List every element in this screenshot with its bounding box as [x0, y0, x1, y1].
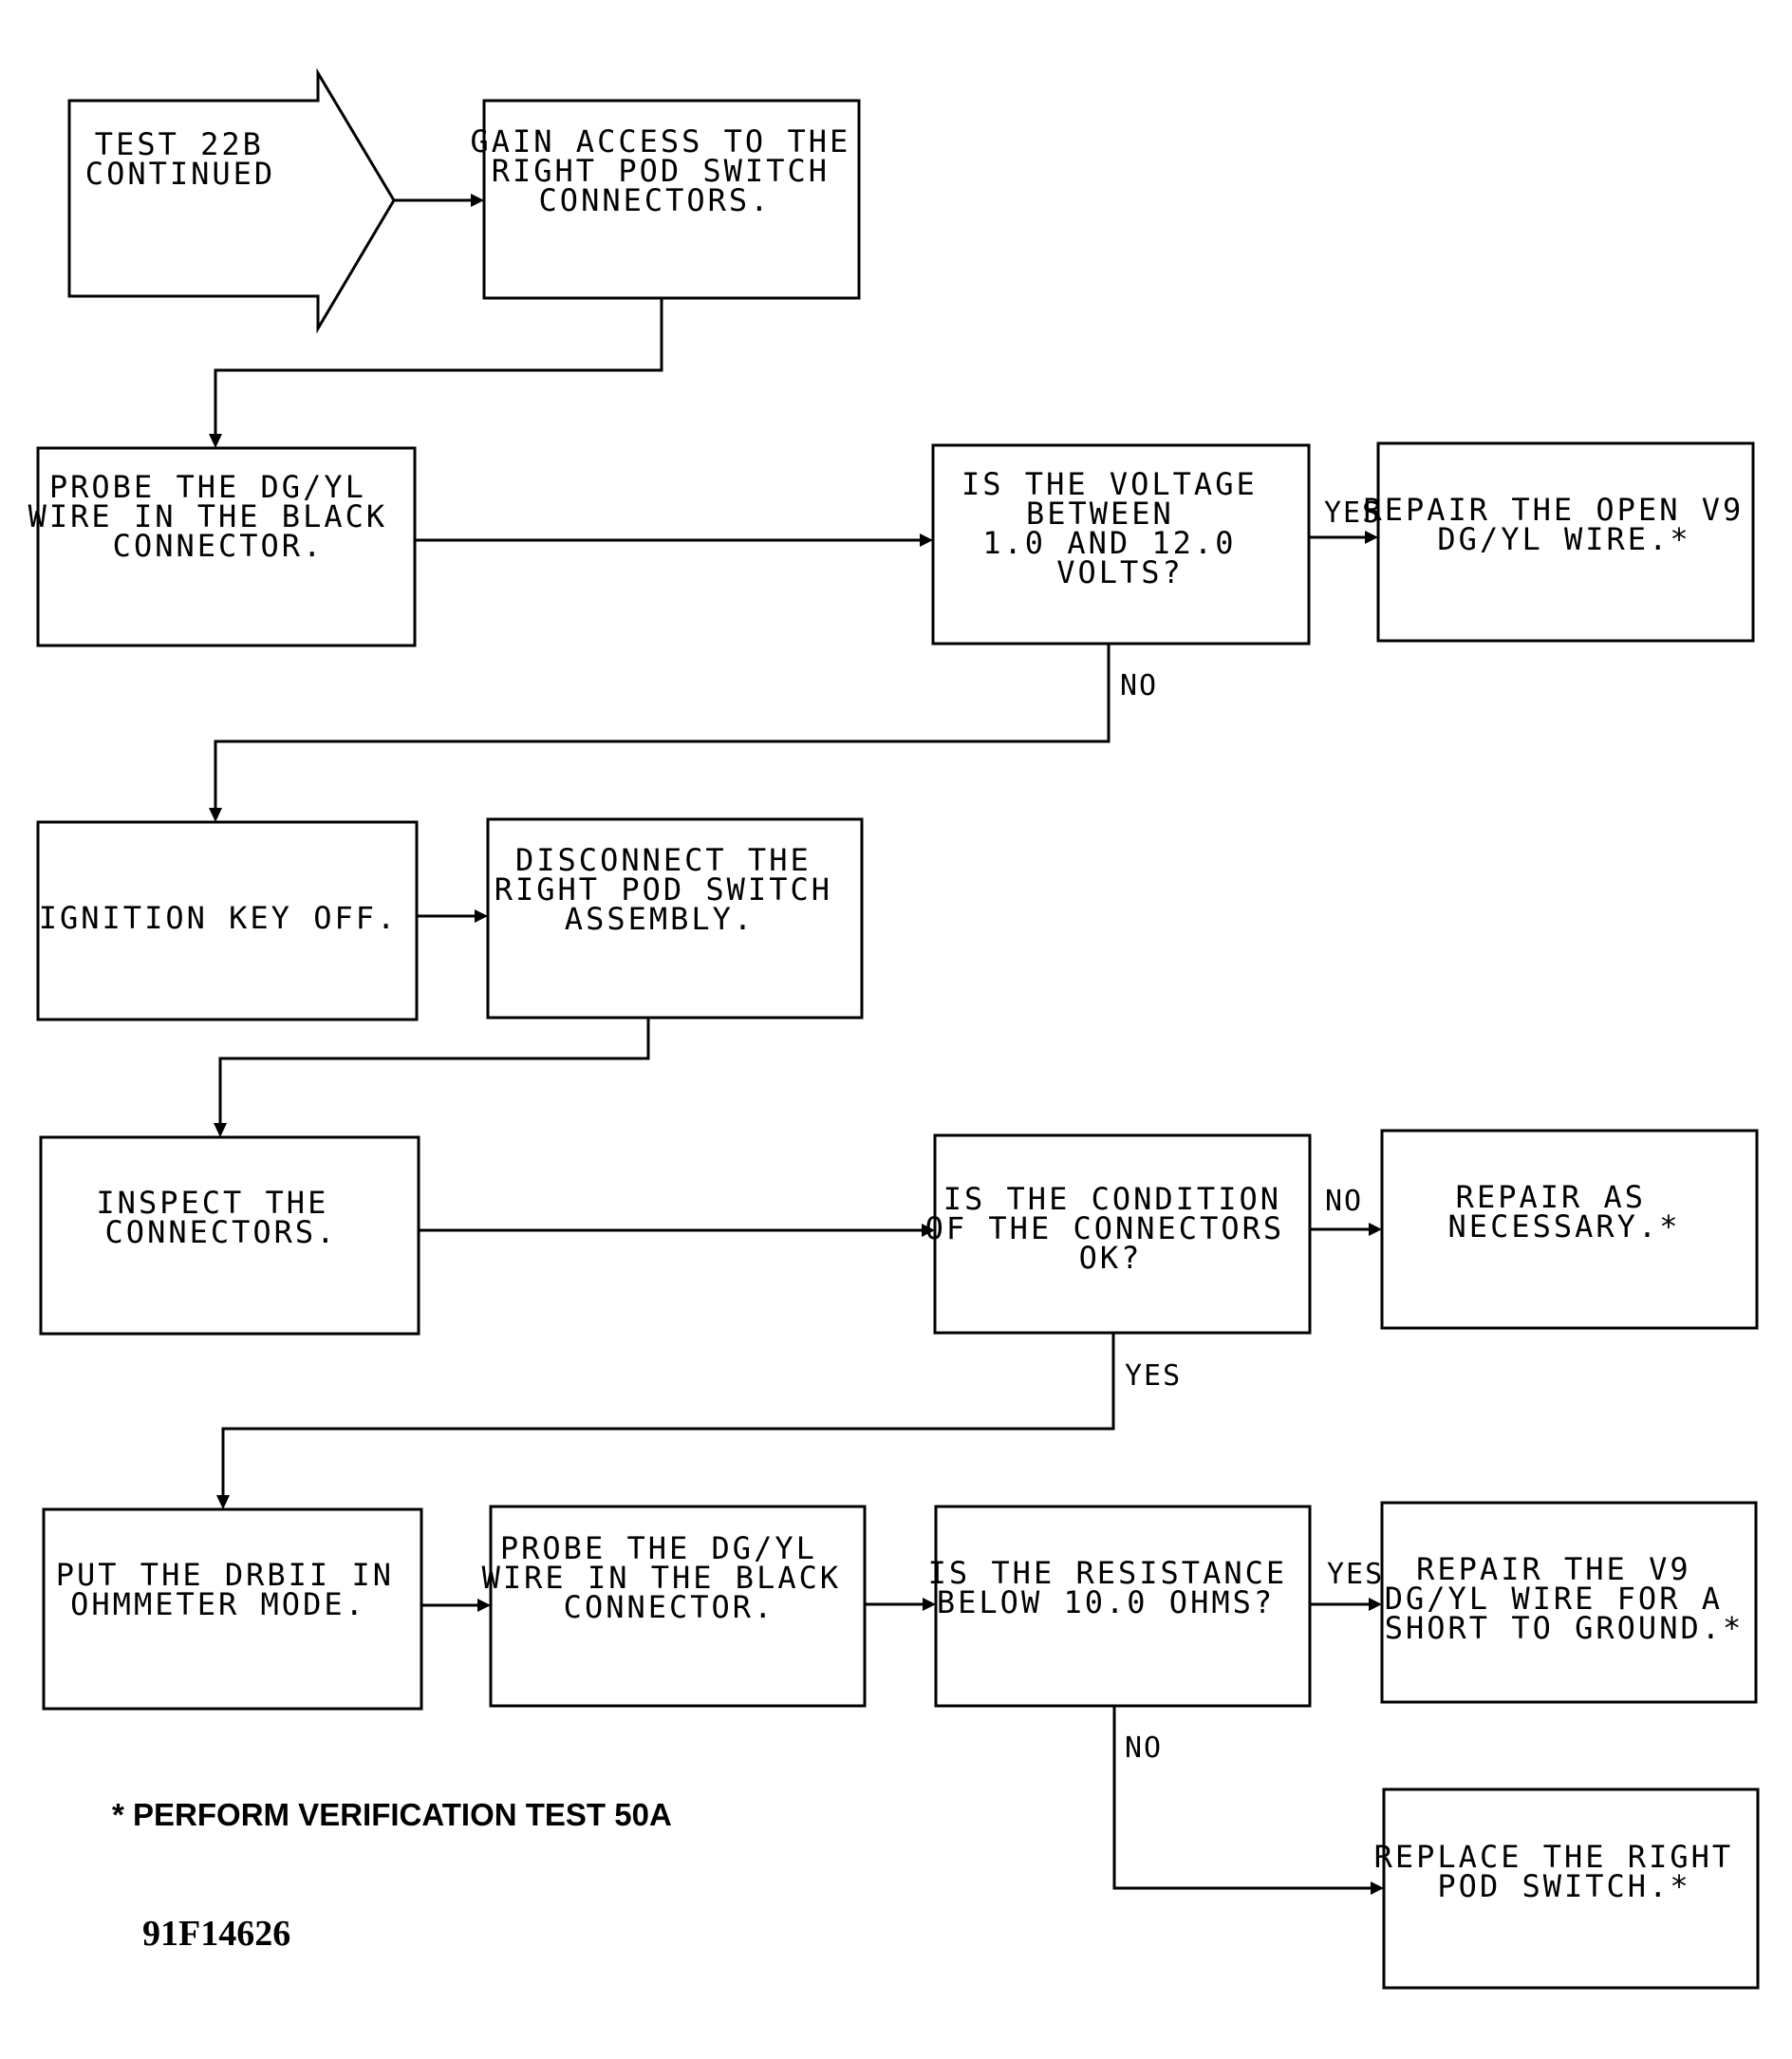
connector-ignition-off-to-disconnect [417, 909, 488, 923]
repair-open-box [1376, 441, 1755, 643]
inspect-box [39, 1135, 420, 1336]
connector-start-to-gain-access [394, 194, 484, 207]
repair-short-line-3: SHORT TO GROUND.* [1385, 1610, 1745, 1646]
voltage-question-line-3: 1.0 AND 12.0 [982, 525, 1236, 561]
connector-condition-no-to-repair-necessary [1310, 1223, 1382, 1236]
repair-short-box [1380, 1501, 1758, 1704]
start-text: TEST 22B CONTINUED [85, 126, 285, 192]
connector-voltage-no-to-ignition-off [209, 644, 1111, 822]
repair-open-line-1: REPAIR THE OPEN V9 [1363, 492, 1744, 528]
ohmmeter-line-1: PUT THE DRBII IN [56, 1557, 394, 1593]
probe-resistance-line-1: PROBE THE DG/YL [500, 1530, 817, 1566]
repair-short-line-1: REPAIR THE V9 [1416, 1551, 1690, 1587]
voltage-question-line-1: IS THE VOLTAGE [961, 466, 1258, 502]
replace-switch-box [1382, 1788, 1760, 1990]
probe-voltage-line-1: PROBE THE DG/YL [49, 469, 366, 505]
connector-disconnect-to-inspect [214, 1018, 650, 1137]
gain-access-box [482, 99, 861, 300]
label-yes-voltage: YES [1324, 496, 1381, 530]
probe-voltage-line-2: WIRE IN THE BLACK [28, 498, 388, 534]
voltage-question-box [931, 443, 1311, 646]
condition-question-line-3: OK? [1079, 1240, 1143, 1276]
gain-access-line-3: CONNECTORS. [539, 182, 772, 218]
label-yes-resistance: YES [1327, 1558, 1384, 1591]
repair-necessary-text: REPAIR AS NECESSARY.* [1448, 1179, 1681, 1245]
connector-condition-yes-to-ohmmeter [216, 1333, 1115, 1509]
start-line-2: CONTINUED [85, 156, 275, 192]
label-no-resistance: NO [1125, 1731, 1163, 1765]
resistance-question-text: IS THE RESISTANCE BELOW 10.0 OHMS? [928, 1555, 1309, 1620]
replace-switch-line-2: POD SWITCH.* [1437, 1868, 1690, 1904]
inspect-text: INSPECT THE CONNECTORS. [96, 1185, 349, 1250]
voltage-question-text: IS THE VOLTAGE BETWEEN 1.0 AND 12.0 VOLT… [961, 466, 1279, 590]
repair-open-line-2: DG/YL WIRE.* [1437, 521, 1690, 557]
probe-resistance-box [489, 1505, 867, 1708]
condition-question-box [933, 1133, 1312, 1335]
disconnect-text: DISCONNECT THE RIGHT POD SWITCH ASSEMBLY… [495, 842, 854, 937]
condition-question-text: IS THE CONDITION OF THE CONNECTORS OK? [925, 1181, 1306, 1276]
label-no-condition: NO [1325, 1185, 1363, 1218]
disconnect-line-2: RIGHT POD SWITCH [495, 871, 832, 908]
voltage-question-line-2: BETWEEN [1026, 496, 1174, 532]
start-arrow-shape [67, 67, 396, 334]
resistance-question-line-1: IS THE RESISTANCE [928, 1555, 1288, 1591]
ignition-off-box [36, 820, 419, 1021]
repair-short-line-2: DG/YL WIRE FOR A [1385, 1581, 1723, 1617]
resistance-question-box [934, 1505, 1312, 1708]
connector-voltage-yes-to-repair-open [1309, 531, 1378, 544]
probe-voltage-box [36, 446, 417, 647]
footnote: * PERFORM VERIFICATION TEST 50A [112, 1797, 672, 1832]
probe-resistance-line-3: CONNECTOR. [564, 1589, 775, 1625]
gain-access-text: GAIN ACCESS TO THE RIGHT POD SWITCH CONN… [470, 123, 871, 218]
voltage-question-line-4: VOLTS? [1056, 554, 1184, 590]
ohmmeter-line-2: OHMMETER MODE. [70, 1586, 366, 1622]
label-yes-condition: YES [1125, 1359, 1182, 1393]
connector-probe-voltage-to-question [415, 533, 933, 547]
probe-voltage-line-3: CONNECTOR. [113, 528, 325, 564]
probe-resistance-text: PROBE THE DG/YL WIRE IN THE BLACK CONNEC… [482, 1530, 863, 1625]
label-no-voltage: NO [1120, 669, 1158, 702]
ohmmeter-box [42, 1507, 423, 1711]
condition-question-line-2: OF THE CONNECTORS [925, 1210, 1285, 1246]
disconnect-line-3: ASSEMBLY. [565, 901, 755, 937]
repair-necessary-line-2: NECESSARY.* [1448, 1208, 1681, 1245]
probe-resistance-line-2: WIRE IN THE BLACK [482, 1560, 842, 1596]
inspect-line-1: INSPECT THE [96, 1185, 328, 1221]
replace-switch-text: REPLACE THE RIGHT POD SWITCH.* [1374, 1839, 1755, 1904]
repair-short-text: REPAIR THE V9 DG/YL WIRE FOR A SHORT TO … [1385, 1551, 1745, 1646]
gain-access-line-1: GAIN ACCESS TO THE [470, 123, 850, 159]
ignition-off-line-1: IGNITION KEY OFF. [39, 900, 399, 936]
start-line-1: TEST 22B [95, 126, 264, 162]
connector-resistance-yes-to-repair-short [1310, 1598, 1382, 1611]
repair-open-text: REPAIR THE OPEN V9 DG/YL WIRE.* [1363, 492, 1764, 557]
inspect-line-2: CONNECTORS. [105, 1214, 338, 1250]
replace-switch-line-1: REPLACE THE RIGHT [1374, 1839, 1734, 1875]
connector-resistance-no-to-replace-switch [1112, 1706, 1384, 1895]
resistance-question-line-2: BELOW 10.0 OHMS? [937, 1584, 1275, 1620]
probe-voltage-text: PROBE THE DG/YL WIRE IN THE BLACK CONNEC… [28, 469, 409, 564]
figure-id: 91F14626 [142, 1914, 291, 1954]
ohmmeter-text: PUT THE DRBII IN OHMMETER MODE. [56, 1557, 416, 1622]
disconnect-box [486, 817, 864, 1020]
connector-probe-resistance-to-question [865, 1598, 936, 1611]
repair-necessary-line-1: REPAIR AS [1456, 1179, 1646, 1215]
disconnect-line-1: DISCONNECT THE [515, 842, 812, 878]
connector-inspect-to-condition-question [419, 1224, 935, 1237]
gain-access-line-2: RIGHT POD SWITCH [492, 153, 830, 189]
condition-question-line-1: IS THE CONDITION [943, 1181, 1281, 1217]
connector-ohmmeter-to-probe-resistance [421, 1599, 491, 1612]
connector-gain-access-to-probe-voltage [209, 298, 663, 448]
ignition-off-text: IGNITION KEY OFF. [39, 900, 399, 936]
